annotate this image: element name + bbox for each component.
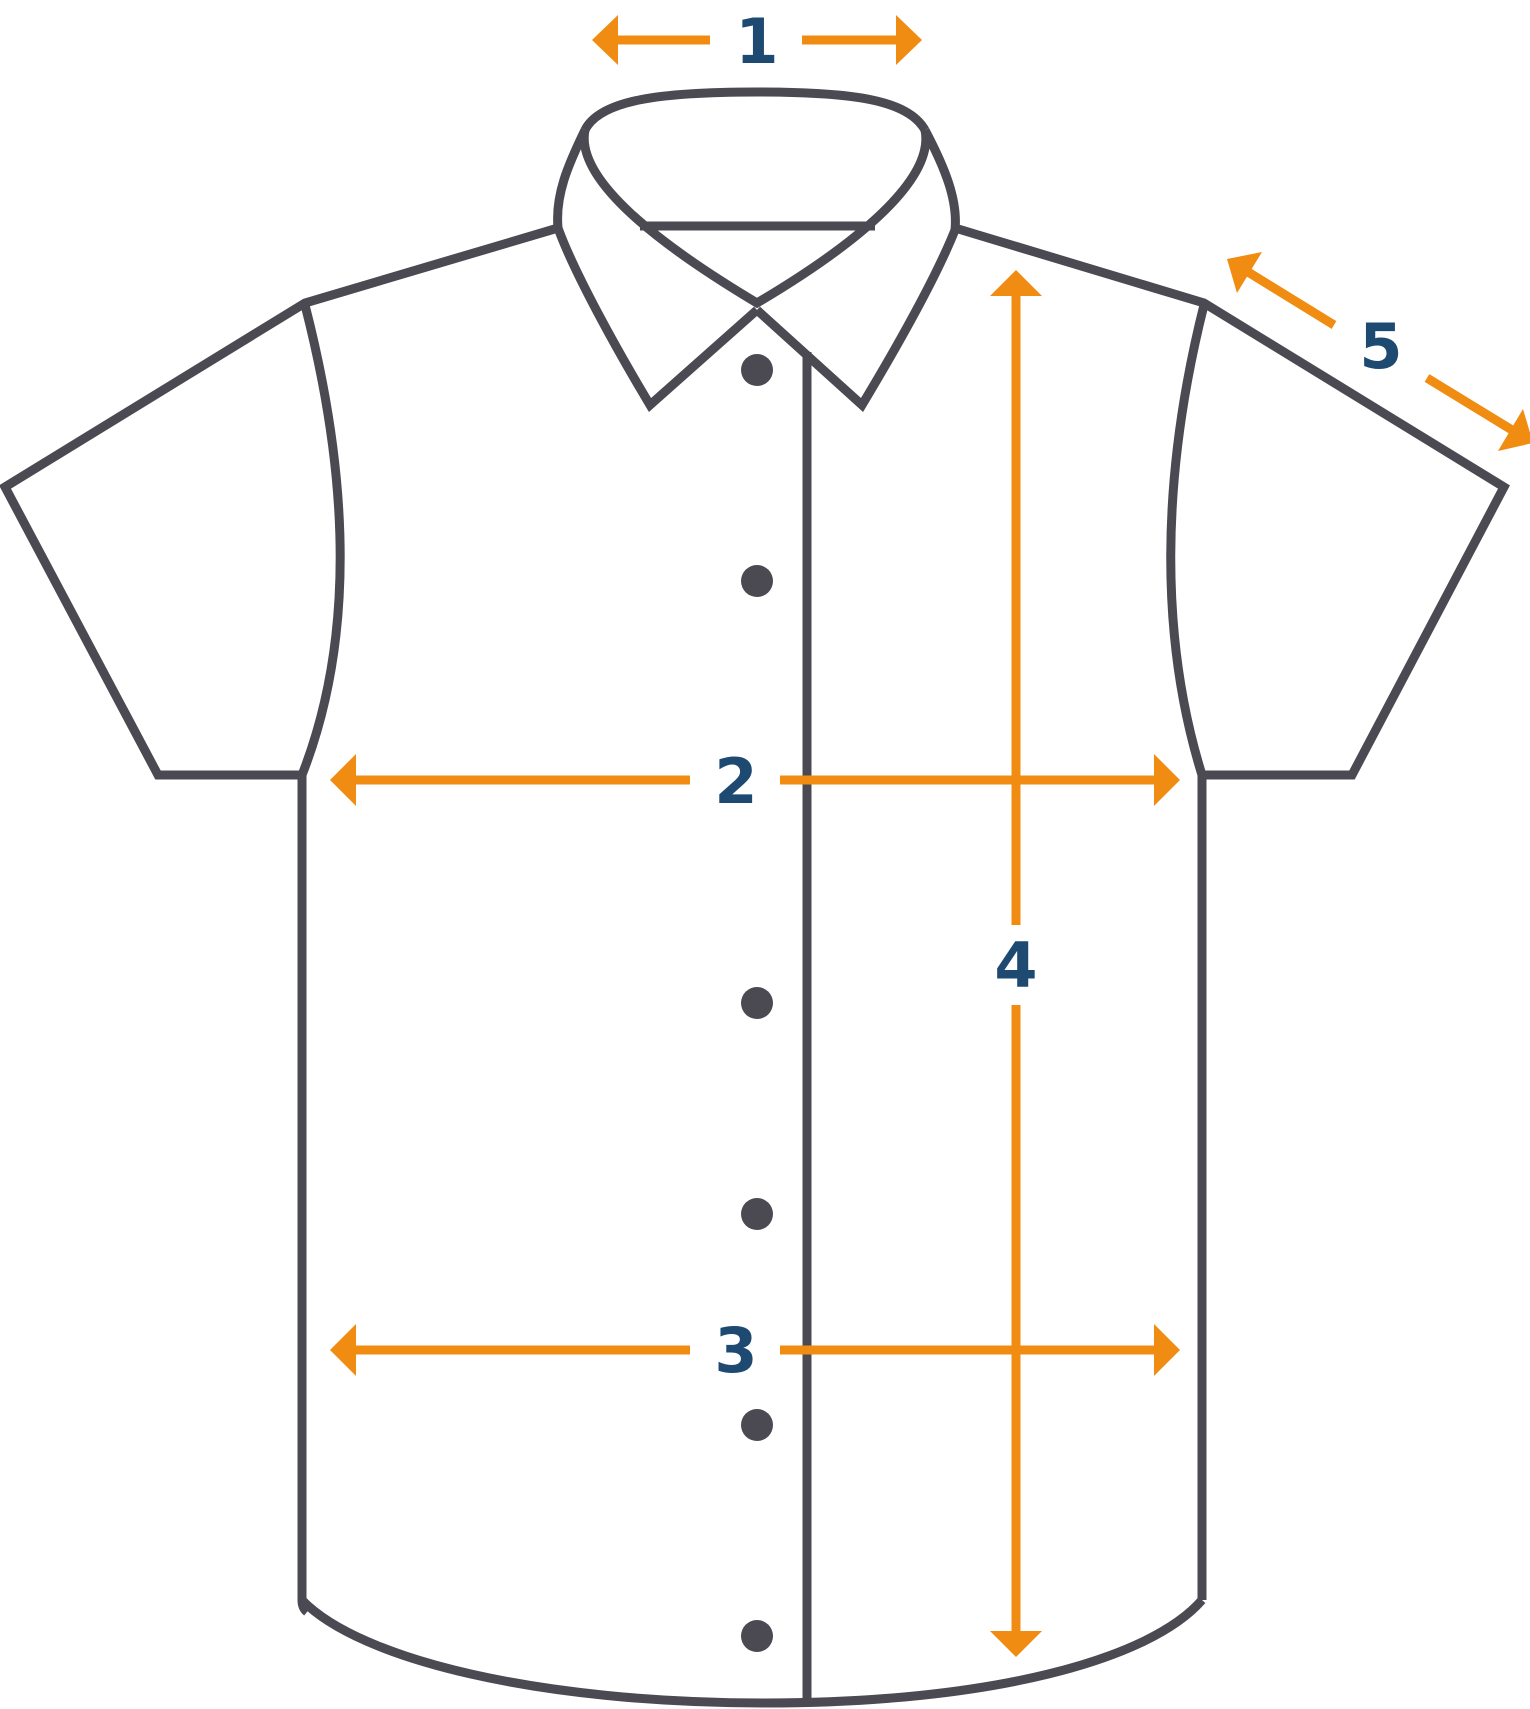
left-body-side <box>297 775 311 1616</box>
measurement-2-arrow <box>330 754 1180 806</box>
left-armhole-seam <box>297 303 345 777</box>
right-sleeve <box>953 223 1510 780</box>
measurement-1-arrow <box>592 15 922 65</box>
measurement-3-label: 3 <box>714 1314 757 1387</box>
shirt-button <box>741 1620 773 1652</box>
left-collar-point <box>553 128 760 412</box>
right-armhole-seam <box>1166 303 1209 777</box>
shirt-button <box>741 565 773 597</box>
shirt-button <box>741 1409 773 1441</box>
measurement-labels: 1 2 3 4 5 <box>714 5 1402 1387</box>
shirt-outline <box>0 87 1510 1708</box>
shirt-button <box>741 1198 773 1230</box>
measurement-4-arrow <box>990 270 1042 1657</box>
measurement-5-label: 5 <box>1359 310 1402 383</box>
inner-neck-curve <box>579 129 931 309</box>
measurement-4-label: 4 <box>994 929 1037 1002</box>
measurement-5-arrow <box>1227 252 1530 451</box>
right-collar-point <box>753 127 960 413</box>
measurement-3-arrow <box>330 1324 1180 1376</box>
shirt-hem <box>298 1596 1206 1708</box>
buttons <box>741 354 773 1652</box>
measurement-1-label: 1 <box>735 5 778 78</box>
measurement-2-label: 2 <box>714 745 757 818</box>
left-sleeve <box>0 223 560 780</box>
shirt-button <box>741 987 773 1019</box>
shirt-button <box>741 354 773 386</box>
collar-stand <box>580 87 929 133</box>
